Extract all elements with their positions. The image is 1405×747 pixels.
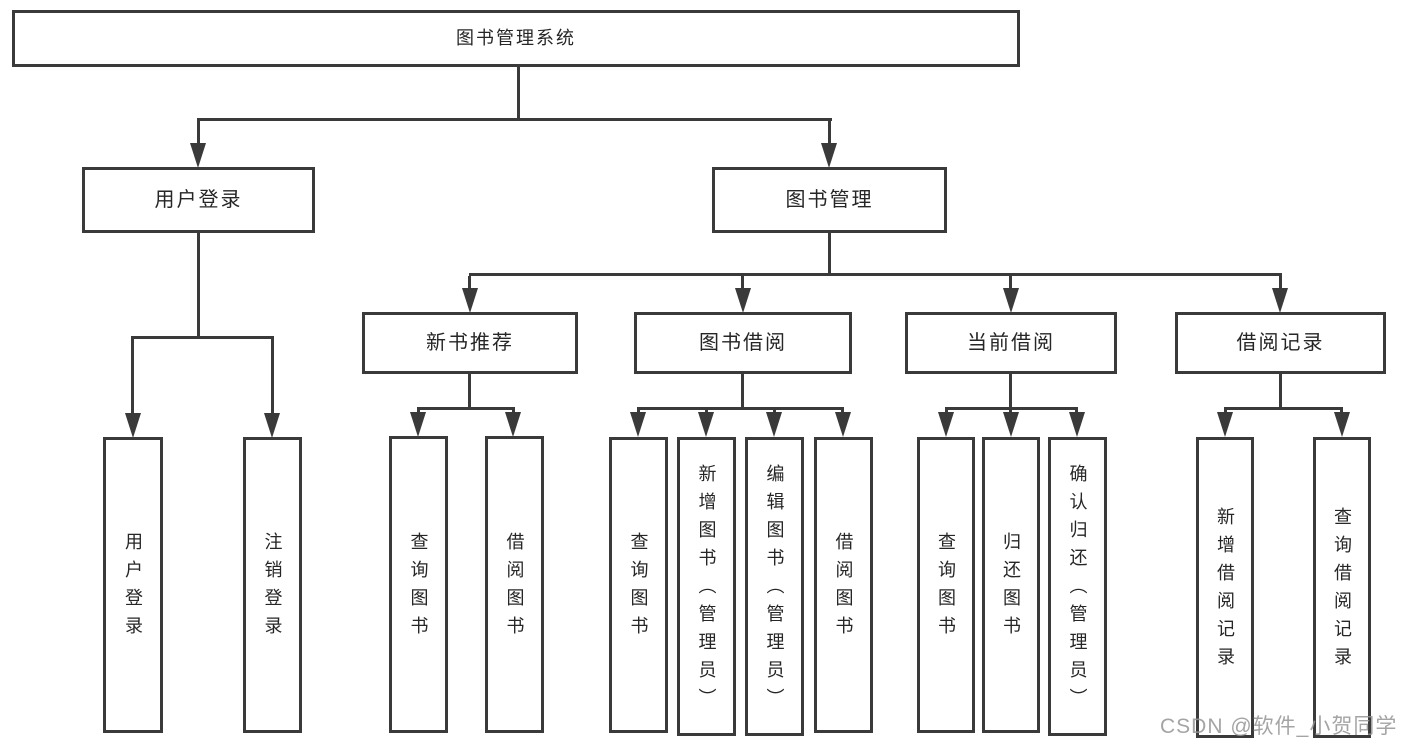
leaf-newrec-query-book: 查询图书: [389, 436, 448, 733]
leaf-record-query-borrow-record: 查询借阅记录: [1313, 437, 1371, 738]
arrow-down-icon: [462, 288, 478, 313]
leaf-newrec-borrow-book: 借阅图书: [485, 436, 544, 733]
connector-newrec-stem: [468, 374, 471, 407]
connector-book-mgmt-stem: [828, 233, 831, 273]
arrow-down-icon: [505, 412, 521, 437]
arrow-down-icon: [1069, 412, 1085, 437]
connector-drop-current-borrow: [1009, 276, 1012, 289]
arrow-down-icon: [1334, 412, 1350, 437]
connector-record-stem: [1279, 374, 1282, 407]
arrow-down-icon: [698, 412, 714, 437]
connector-borrow-stem: [741, 374, 744, 407]
connector-drop-borrow-record: [1279, 276, 1282, 289]
connector-drop-book-mgmt: [828, 121, 831, 145]
leaf-current-query-book: 查询图书: [917, 437, 975, 733]
connector-drop-leaf-user-login: [131, 339, 134, 413]
arrow-down-icon: [766, 412, 782, 437]
node-current-borrowing: 当前借阅: [905, 312, 1117, 374]
connector-current-stem: [1009, 374, 1012, 407]
arrow-down-icon: [1003, 288, 1019, 313]
arrow-down-icon: [410, 412, 426, 437]
node-book-borrowing: 图书借阅: [634, 312, 852, 374]
leaf-borrow-borrow-book: 借阅图书: [814, 437, 873, 733]
arrow-down-icon: [264, 413, 280, 438]
arrow-down-icon: [1003, 412, 1019, 437]
leaf-current-return-book: 归还图书: [982, 437, 1040, 733]
node-library-management-system: 图书管理系统: [12, 10, 1020, 67]
connector-drop-book-borrow: [741, 276, 744, 289]
node-borrowing-records: 借阅记录: [1175, 312, 1386, 374]
connector-root-stem: [517, 67, 520, 118]
connector-borrow-split: [637, 407, 844, 410]
arrow-down-icon: [125, 413, 141, 438]
leaf-record-add-borrow-record: 新增借阅记录: [1196, 437, 1254, 738]
leaf-borrow-add-book-admin: 新增图书（管理员）: [677, 437, 736, 736]
leaf-borrow-query-book: 查询图书: [609, 437, 668, 733]
connector-level3-split: [469, 273, 1282, 276]
leaf-borrow-edit-book-admin: 编辑图书（管理员）: [745, 437, 804, 736]
arrow-down-icon: [1272, 288, 1288, 313]
arrow-down-icon: [821, 143, 837, 168]
arrow-down-icon: [1217, 412, 1233, 437]
arrow-down-icon: [735, 288, 751, 313]
arrow-down-icon: [938, 412, 954, 437]
arrow-down-icon: [835, 412, 851, 437]
connector-drop-leaf-logout: [271, 339, 274, 413]
leaf-logout: 注销登录: [243, 437, 302, 733]
node-user-login: 用户登录: [82, 167, 315, 233]
arrow-down-icon: [630, 412, 646, 437]
node-book-management: 图书管理: [712, 167, 947, 233]
connector-level2-split: [197, 118, 832, 121]
leaf-current-confirm-return-admin: 确认归还（管理员）: [1048, 437, 1107, 736]
connector-newrec-split: [417, 407, 515, 410]
connector-drop-user-login: [197, 121, 200, 145]
arrow-down-icon: [190, 143, 206, 168]
node-new-book-recommend: 新书推荐: [362, 312, 578, 374]
connector-user-login-split: [131, 336, 274, 339]
connector-current-split: [945, 407, 1078, 410]
connector-drop-new-book-rec: [468, 276, 471, 289]
connector-user-login-stem: [197, 233, 200, 336]
leaf-user-login: 用户登录: [103, 437, 163, 733]
connector-record-split: [1224, 407, 1343, 410]
csdn-watermark: CSDN @软件_小贺同学: [1160, 715, 1398, 738]
